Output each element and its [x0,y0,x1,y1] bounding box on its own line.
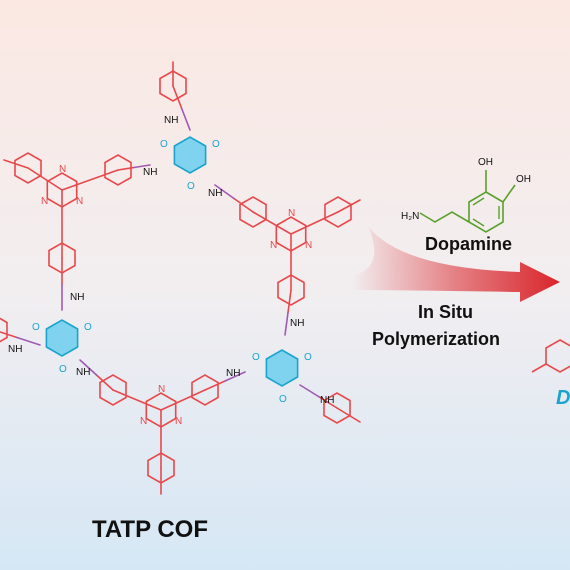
product-bond-fragment [531,363,547,373]
triazine-ring [145,392,177,428]
linker-bond [16,336,41,346]
linker-bond [224,371,246,382]
triazine-n: N [76,196,83,207]
triazine-n: N [175,416,182,427]
linker-bond [172,85,183,109]
aryl-bond [112,389,162,411]
carbonyl-o: O [84,322,92,333]
triazine-n: N [288,208,295,219]
terminal-bond [3,159,29,169]
dopamine-oh-bond [502,184,516,203]
monomer-label: Dopamine [425,234,512,254]
phenyl-ring [48,242,76,274]
phenyl-ring [277,274,305,306]
linker-bond [204,380,226,391]
aryl-bond [252,211,292,235]
product-label-fragment: D [556,387,570,409]
framework-bonds [0,61,361,495]
phenyl-ring [104,154,132,186]
linker-nh: NH [290,318,304,329]
carbonyl-o: O [252,352,260,363]
carbonyl-o: O [212,139,220,150]
process-label-line2: Polymerization [372,329,500,349]
carbonyl-o: O [32,322,40,333]
triazine-ring [46,172,78,208]
linker-bond [287,289,292,314]
dopamine-double-bond [472,197,485,206]
aryl-bond [61,169,119,191]
carbonyl-o: O [279,394,287,405]
phenyl-ring [324,196,352,228]
product-ring-fragment [545,339,570,373]
atom-labels: N N N N N N N N N O O O O O O O O O NH NH NH NH NH NH NH NH NH [8,115,334,427]
phenyl-ring [0,317,8,343]
linker-nh: NH [226,368,240,379]
dopamine-double-bond [472,218,485,227]
dopamine-oh-top: OH [478,157,493,168]
phenyl-ring [159,70,187,102]
linker-bond [133,164,151,169]
terminal-bond [337,199,361,213]
triazine-n: N [140,416,147,427]
ketone-core [173,136,207,174]
carbonyl-o: O [304,352,312,363]
triazine-n: N [158,384,165,395]
linker-bond [233,197,254,213]
carbonyl-o: O [187,181,195,192]
aryl-bond [27,167,63,191]
phenyl-ring [323,392,351,424]
linker-nh: NH [320,395,334,406]
dopamine-ethyl-chain [419,211,470,223]
linker-bond [180,107,191,131]
phenyl-ring [191,374,219,406]
ketone-core [45,319,79,357]
framework-label: TATP COF [92,516,208,543]
linker-bond [95,374,114,391]
triazine-n: N [41,196,48,207]
triazine-n: N [59,164,66,175]
linker-nh: NH [164,115,178,126]
linker-bond [317,395,338,409]
linker-bond [0,331,18,339]
dopamine-nh2: H₂N [401,211,419,222]
linker-bond [214,184,235,200]
phenyl-ring [147,452,175,484]
carbonyl-o: O [59,364,67,375]
terminal-bond [336,407,361,423]
phenyl-ring [239,196,267,228]
linker-nh: NH [208,188,222,199]
ketone-core [265,349,299,387]
reaction-arrow [352,226,560,302]
aryl-bond [160,389,206,411]
linker-nh: NH [8,344,22,355]
aryl-bond [290,211,339,235]
linker-nh: NH [76,367,90,378]
linker-bond [79,359,98,376]
linker-nh: NH [70,292,84,303]
linker-bond [299,384,320,398]
process-label-line1: In Situ [418,302,473,322]
triazine-ring [275,216,307,252]
carbonyl-o: O [160,139,168,150]
phenyl-ring [14,152,42,184]
triazine-n: N [305,240,312,251]
triazine-n: N [270,240,277,251]
phenyl-ring [99,374,127,406]
linker-bond [284,311,289,336]
dopamine-structure: OH OH H₂N [401,157,531,233]
linker-nh: NH [143,167,157,178]
dopamine-oh-right: OH [516,174,531,185]
framework-rings [0,70,352,484]
